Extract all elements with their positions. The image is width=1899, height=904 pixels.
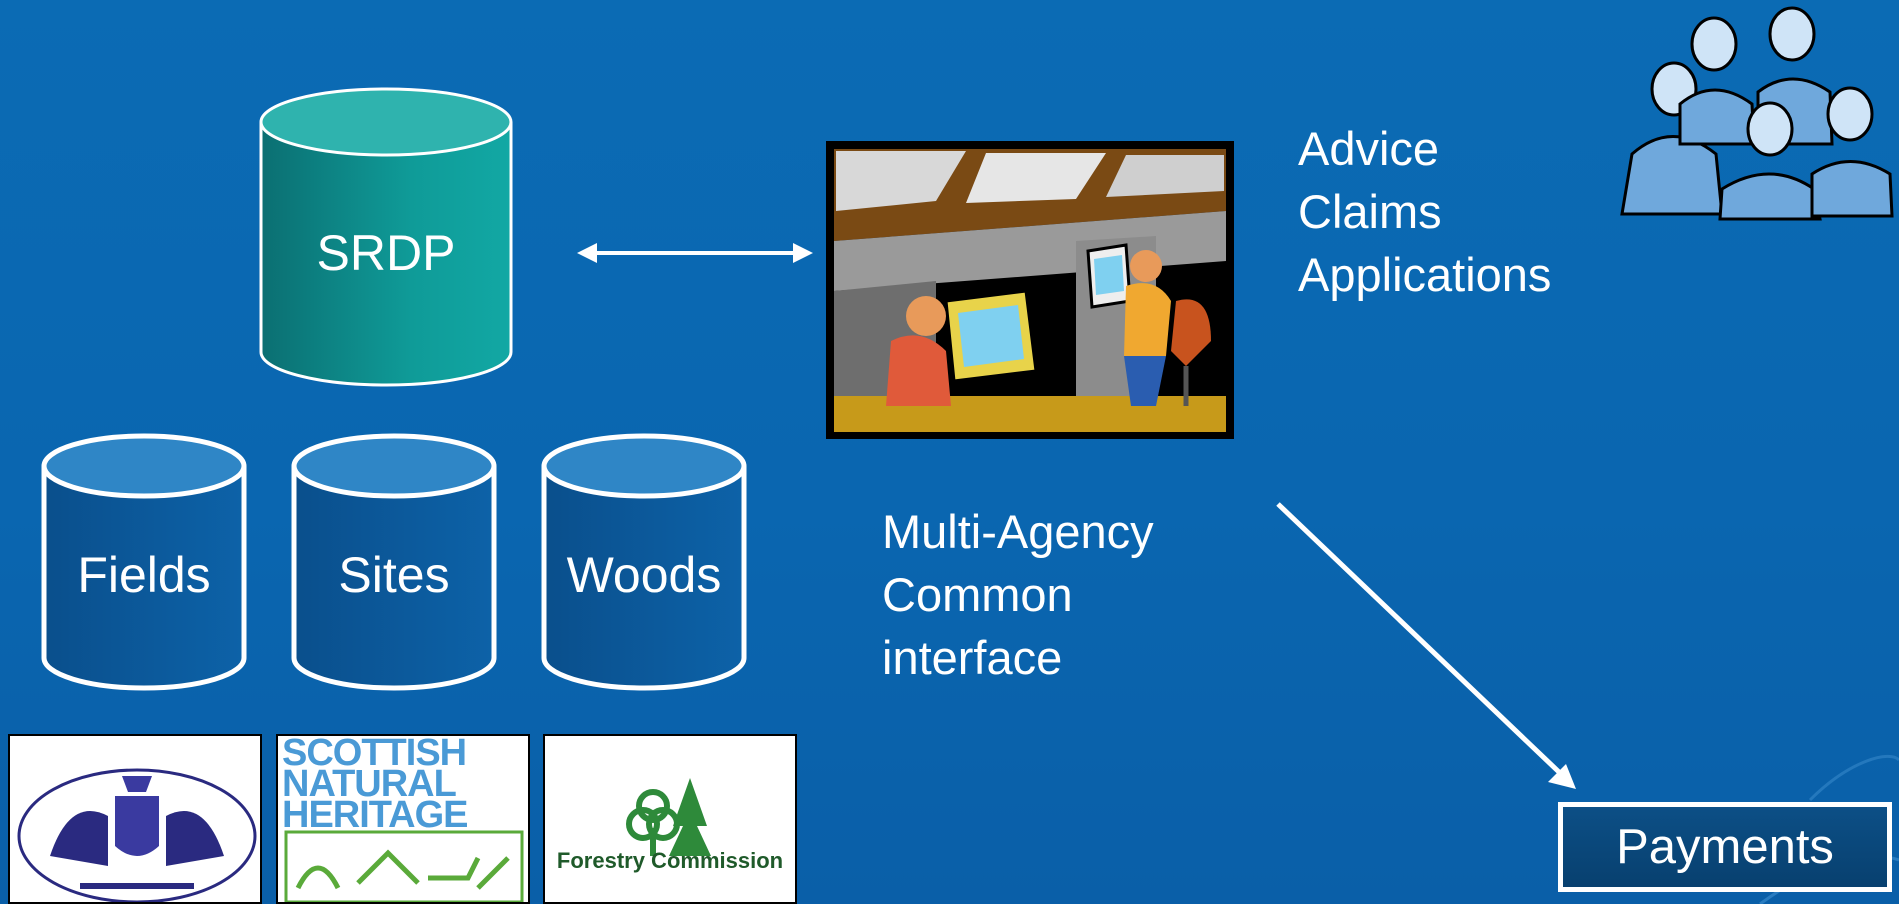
coat-of-arms-icon: [17, 768, 257, 902]
snh-line-2: NATURAL: [282, 763, 457, 805]
arrow-to-payments-icon: [1276, 502, 1576, 789]
interface-line-3: interface: [882, 631, 1063, 684]
interface-description: Multi-Agency Common interface: [882, 500, 1154, 689]
snh-line-1: SCOTTISH: [282, 734, 467, 774]
woods-label: Woods: [566, 547, 722, 603]
snh-line-3: HERITAGE: [282, 794, 469, 836]
forestry-commission-label: Forestry Commission: [556, 848, 784, 873]
scottish-natural-heritage-logo: SCOTTISH NATURAL HERITAGE: [276, 734, 530, 904]
services-list: Advice Claims Applications: [1298, 117, 1551, 306]
people-group-clipart: [1592, 4, 1897, 226]
forestry-commission-logo: Forestry Commission: [543, 734, 797, 904]
srdp-label: SRDP: [316, 225, 456, 281]
fields-database: Fields: [40, 432, 248, 692]
srdp-cylinder-icon: [259, 87, 513, 387]
sites-label: Sites: [338, 547, 450, 603]
fields-cylinder-icon: [41, 433, 247, 691]
interface-line-1: Multi-Agency: [882, 505, 1154, 558]
payments-box: Payments: [1558, 802, 1892, 892]
fields-label: Fields: [77, 547, 211, 603]
srdp-database: SRDP: [258, 86, 514, 388]
service-applications: Applications: [1298, 248, 1552, 301]
office-computer-icon: [834, 149, 1226, 432]
bidirectional-arrow-icon: [577, 243, 813, 263]
interface-line-2: Common: [882, 568, 1073, 621]
sites-cylinder-icon: [291, 433, 497, 691]
service-advice: Advice: [1298, 122, 1440, 175]
woods-cylinder-icon: [541, 433, 747, 691]
people-icon: [1620, 6, 1894, 221]
snh-landscape-icon: [284, 830, 524, 902]
woods-database: Woods: [540, 432, 748, 692]
tree-icon: [626, 778, 711, 856]
office-workers-clipart: [826, 141, 1234, 439]
service-claims: Claims: [1298, 185, 1442, 238]
sites-database: Sites: [290, 432, 498, 692]
royal-coat-of-arms-logo: [8, 734, 262, 904]
